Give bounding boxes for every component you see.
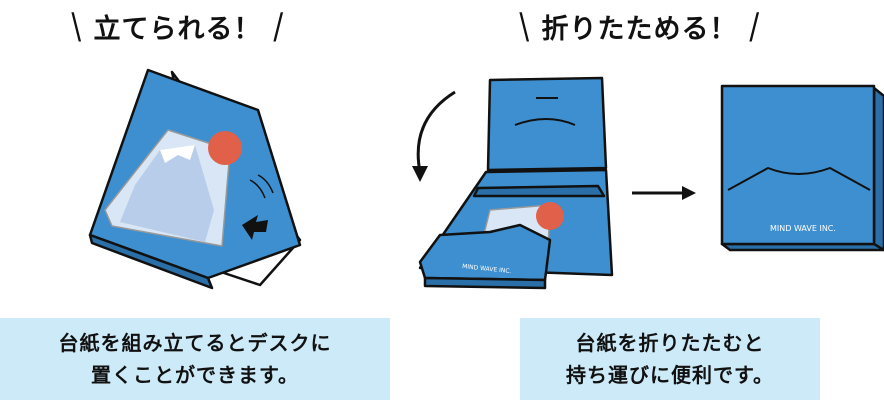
standing-card-illustration	[88, 68, 302, 290]
heading-standable: \ 立てられる！ /	[70, 6, 285, 47]
caption-line: 台紙を折りたたむと	[575, 331, 765, 355]
heading-foldable-text: 折りたためる！	[541, 14, 738, 45]
slash-left-decoration: \	[519, 6, 530, 47]
caption-line: 置くことができます。	[91, 363, 299, 387]
caption-line: 台紙を組み立てるとデスクに	[58, 331, 332, 355]
closed-case-illustration: MIND WAVE INC.	[720, 84, 884, 252]
heading-standable-text: 立てられる！	[93, 14, 262, 45]
caption-foldable: 台紙を折りたたむと 持ち運びに便利です。	[520, 318, 820, 400]
caption-standable: 台紙を組み立てるとデスクに 置くことができます。	[0, 318, 390, 400]
heading-foldable: \ 折りたためる！ /	[518, 6, 761, 47]
slash-left-decoration: \	[71, 6, 82, 47]
brand-label: MIND WAVE INC.	[770, 224, 836, 233]
folding-card-illustration: MIND WAVE INC.	[418, 76, 614, 290]
caption-line: 持ち運びに便利です。	[566, 363, 774, 387]
slash-right-decoration: /	[273, 6, 284, 47]
slash-right-decoration: /	[749, 6, 760, 47]
rotate-arrowhead-icon	[412, 166, 428, 182]
rotate-arrow-icon	[416, 90, 456, 173]
